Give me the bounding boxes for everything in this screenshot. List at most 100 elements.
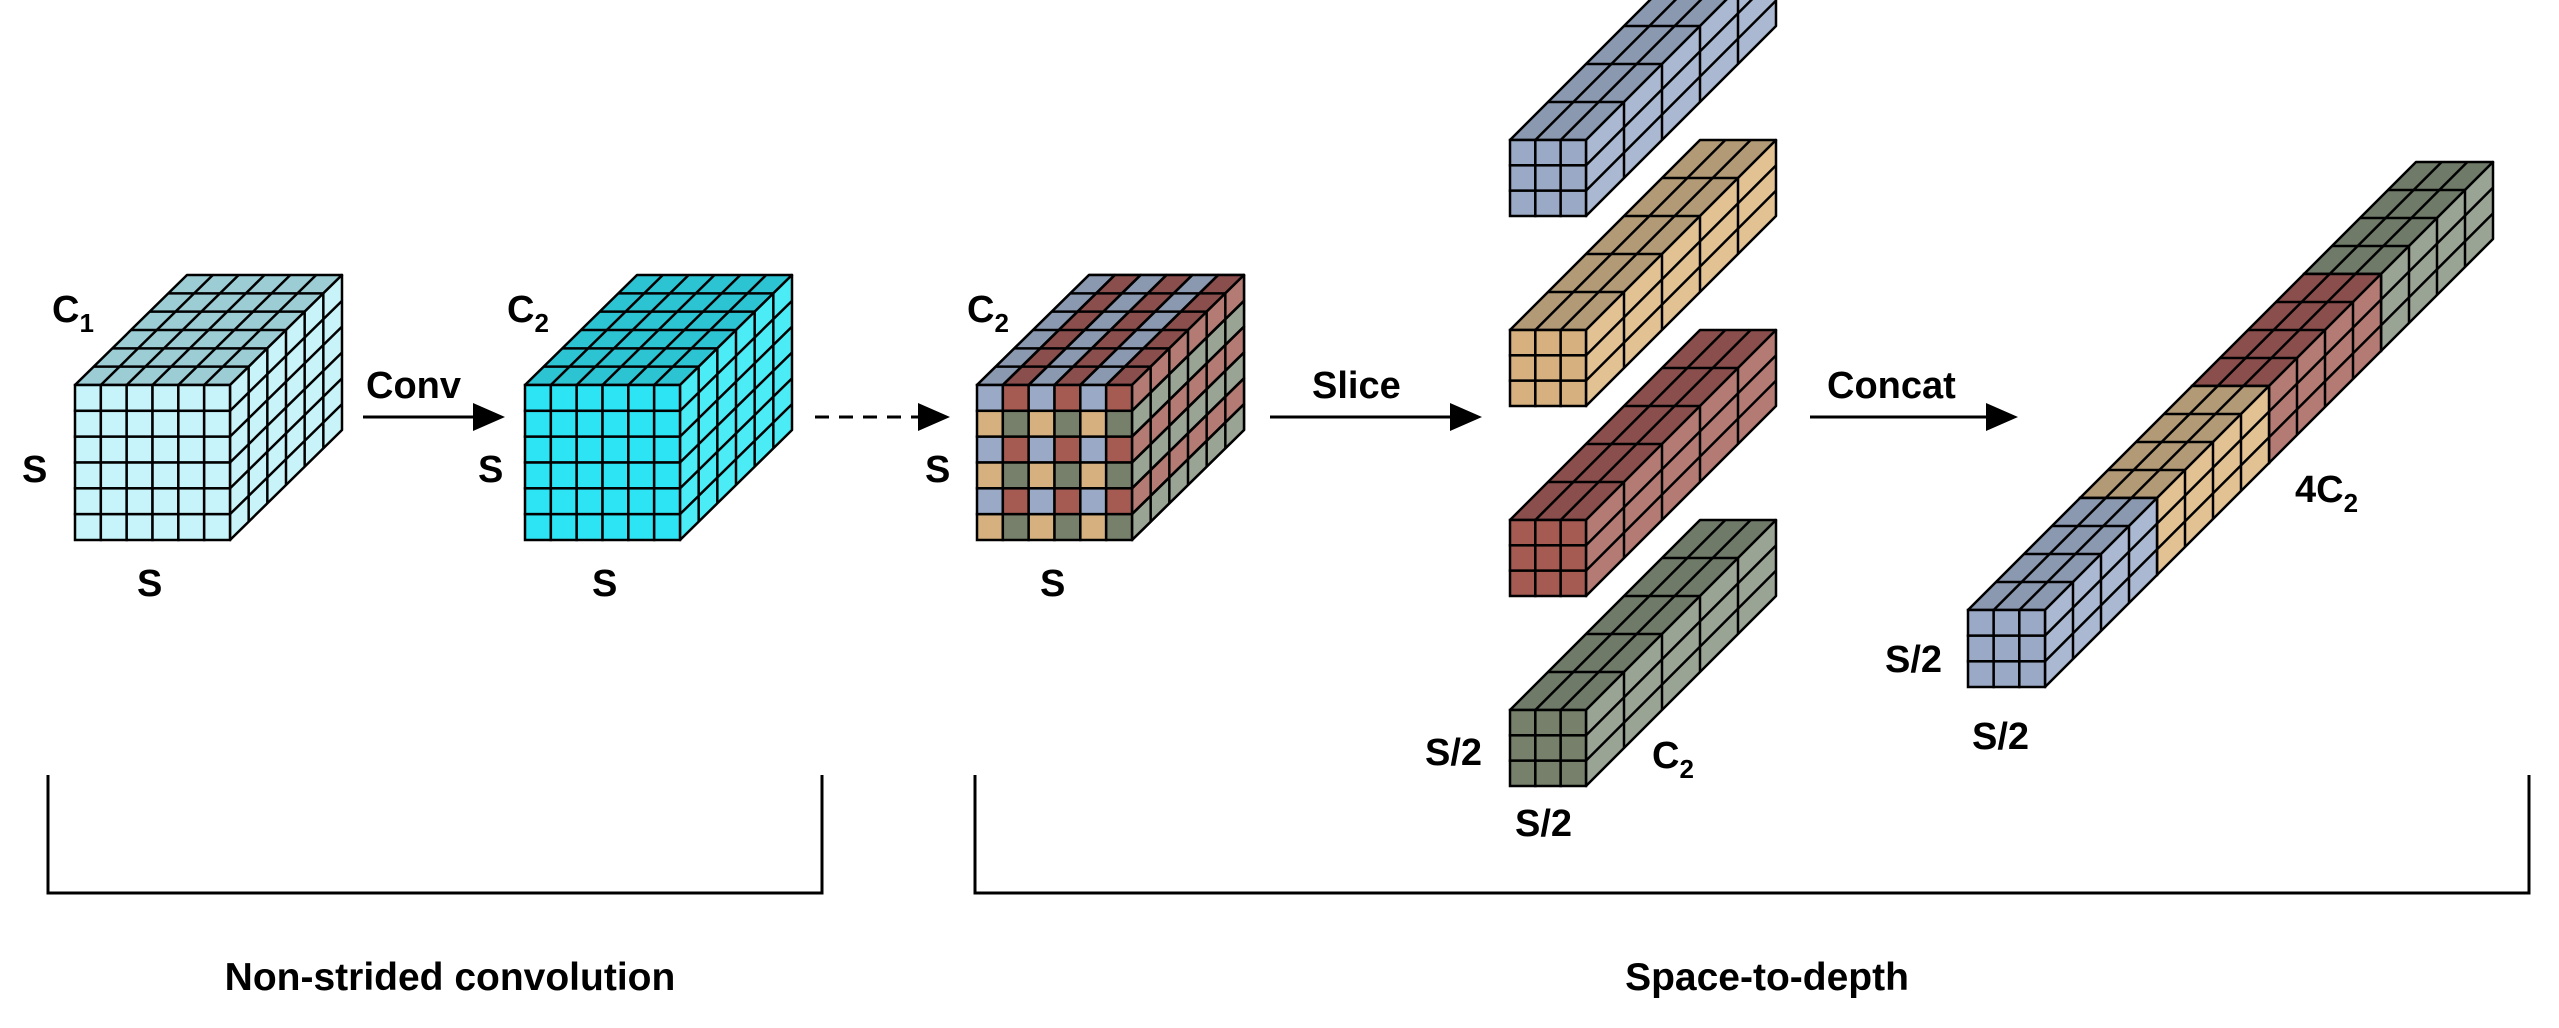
front-cell [1559, 734, 1588, 762]
front-cell [73, 512, 103, 542]
front-cell [1079, 435, 1108, 464]
front-cell [627, 435, 656, 464]
front-cell [652, 512, 682, 542]
label-s-mixed-left: S [925, 449, 950, 491]
front-cell [177, 383, 206, 413]
front-cell [177, 487, 206, 516]
front-cell [1053, 512, 1082, 542]
front-cell [1001, 512, 1030, 542]
front-cell [1508, 354, 1537, 382]
front-cell [1508, 759, 1537, 788]
front-cell [549, 512, 578, 542]
slice-green [1508, 518, 1778, 788]
front-cell [177, 409, 206, 438]
front-cell [99, 409, 128, 438]
label-s-input-left: S [22, 449, 47, 491]
front-cell [1534, 354, 1562, 382]
label-c2-conv: C2 [507, 289, 549, 338]
front-cell [1966, 608, 1995, 637]
front-cell [151, 512, 180, 542]
front-cell [523, 435, 553, 464]
front-cell [1001, 487, 1030, 516]
front-cell [549, 435, 578, 464]
front-cell [202, 487, 232, 516]
front-cell [1053, 461, 1082, 490]
front-cell [125, 409, 154, 438]
front-cell [1079, 383, 1108, 413]
front-cell [1027, 461, 1056, 490]
slice-blue [1508, 0, 1778, 218]
front-cell [1992, 634, 2021, 663]
front-cell [1534, 328, 1562, 357]
label-c2-slice: C2 [1652, 735, 1694, 784]
section-label-non-strided: Non-strided convolution [225, 956, 676, 999]
front-cell [151, 487, 180, 516]
front-cell [1079, 409, 1108, 438]
front-cell [1001, 409, 1030, 438]
front-cell [601, 487, 630, 516]
front-cell [73, 487, 103, 516]
front-cell [1559, 544, 1588, 572]
front-cell [1079, 487, 1108, 516]
front-cell [1966, 634, 1995, 663]
label-s-conv-bottom: S [592, 563, 617, 605]
front-cell [1966, 660, 1995, 689]
front-cell [202, 461, 232, 490]
front-cell [1104, 383, 1134, 413]
front-cell [1053, 487, 1082, 516]
front-cell [151, 435, 180, 464]
front-cell [652, 409, 682, 438]
label-s-conv-left: S [478, 449, 503, 491]
front-cell [652, 487, 682, 516]
front-cell [1027, 487, 1056, 516]
front-cell [1508, 708, 1537, 737]
front-cell [975, 461, 1005, 490]
front-cell [1992, 660, 2021, 689]
front-cell [1508, 328, 1537, 357]
front-cell [1027, 435, 1056, 464]
front-cell [549, 487, 578, 516]
front-cell [1027, 512, 1056, 542]
front-cell [523, 487, 553, 516]
slice-red [1508, 328, 1778, 598]
front-cell [2018, 608, 2047, 637]
front-cell [975, 383, 1005, 413]
front-cell [73, 409, 103, 438]
front-cell [549, 461, 578, 490]
front-cell [99, 383, 128, 413]
front-cell [2018, 634, 2047, 663]
dashed-arrow [815, 403, 950, 431]
front-cell [125, 487, 154, 516]
front-cell [73, 383, 103, 413]
front-cell [1534, 734, 1562, 762]
label-c2-mixed: C2 [967, 289, 1009, 338]
front-cell [601, 383, 630, 413]
front-cell [2018, 660, 2047, 689]
front-cell [1508, 138, 1537, 167]
front-cell [1534, 189, 1562, 218]
front-cell [1508, 544, 1537, 572]
front-cell [1027, 409, 1056, 438]
front-cell [627, 512, 656, 542]
front-cell [652, 383, 682, 413]
label-slice: Slice [1312, 365, 1401, 407]
front-cell [601, 409, 630, 438]
front-cell [1104, 512, 1134, 542]
front-cell [1053, 383, 1082, 413]
front-cell [1534, 138, 1562, 167]
front-cell [1534, 164, 1562, 192]
label-conv: Conv [366, 365, 461, 407]
bracket-space-to-depth [973, 775, 2531, 895]
front-cell [1053, 409, 1082, 438]
front-cell [1534, 544, 1562, 572]
label-s2-slice-left: S/2 [1425, 732, 1482, 774]
front-cell [1559, 379, 1588, 408]
front-cell [975, 435, 1005, 464]
front-cell [1508, 734, 1537, 762]
front-cell [1559, 189, 1588, 218]
tensor-blocks [73, 0, 2495, 788]
front-cell [1534, 708, 1562, 737]
slice-arrow [1270, 403, 1482, 431]
front-cell [1559, 518, 1588, 547]
front-cell [627, 409, 656, 438]
